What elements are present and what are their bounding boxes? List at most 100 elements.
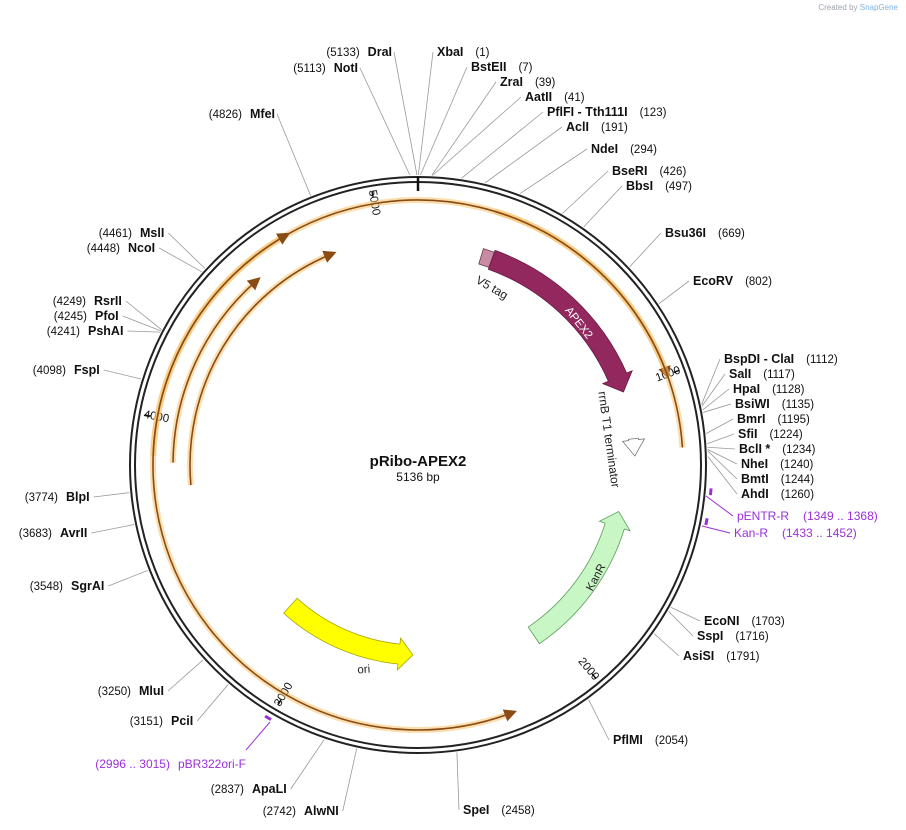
enzyme-position: (4241) <box>47 326 80 338</box>
feature-label-ori: ori <box>357 664 371 677</box>
enzyme-position: (4098) <box>33 365 66 377</box>
enzyme-position: (1195) <box>777 414 810 426</box>
enzyme-acli: AclI <box>566 120 589 134</box>
cut-site-line <box>196 684 229 722</box>
cut-site-line <box>707 433 735 445</box>
cut-site-line <box>168 232 206 269</box>
enzyme-pshai: PshAI <box>88 324 123 338</box>
cut-site-line <box>420 66 468 176</box>
enzyme-bsiwi: BsiWI <box>735 397 770 411</box>
enzyme-position: (3548) <box>30 581 63 593</box>
enzyme-sali: SalI <box>729 367 751 381</box>
enzyme-position: (4448) <box>87 243 120 255</box>
cut-site-line <box>93 492 130 498</box>
enzyme-position: (1240) <box>780 459 813 471</box>
cut-site-line <box>91 524 135 534</box>
primer-pbr322ori-f: pBR322ori-F <box>178 757 246 771</box>
orf-arc <box>150 232 288 457</box>
cut-site-line <box>103 369 142 380</box>
orf-arc <box>170 278 259 463</box>
orf-arc <box>493 208 670 376</box>
primer-mark <box>264 714 272 721</box>
cut-site-line <box>702 388 730 411</box>
cut-site-leader-lines <box>91 51 738 812</box>
enzyme-aatii: AatII <box>525 90 552 104</box>
enzyme-position: (1135) <box>782 399 815 411</box>
tick-mark <box>673 369 680 374</box>
plasmid-length: 5136 bp <box>396 470 440 484</box>
enzyme-position: (3683) <box>19 528 52 540</box>
cut-site-line <box>393 51 418 176</box>
cut-site-line <box>122 315 162 332</box>
enzyme-position: (802) <box>745 276 772 288</box>
cut-site-line <box>668 610 694 637</box>
enzyme-position: (2742) <box>263 806 296 818</box>
feature-kanr <box>527 510 631 645</box>
orf-arrows <box>150 197 686 733</box>
enzyme-position: (1703) <box>751 616 784 628</box>
primer-leader <box>245 721 271 751</box>
tick-mark <box>144 414 151 417</box>
cut-site-line <box>701 358 721 405</box>
feature-apex2 <box>487 249 633 393</box>
enzyme-position: (294) <box>630 144 657 156</box>
feature-ori <box>283 597 414 672</box>
enzyme-zrai: ZraI <box>500 75 523 89</box>
enzyme-asisi: AsiSI <box>683 649 714 663</box>
enzyme-bspdi-clai: BspDI - ClaI <box>724 352 794 366</box>
enzyme-bmri: BmrI <box>737 412 765 426</box>
cut-site-line <box>583 185 623 228</box>
enzyme-position: (426) <box>659 166 686 178</box>
cut-site-line <box>588 699 610 741</box>
tick-mark <box>371 190 374 197</box>
feature-rrnb-t1-terminator <box>621 437 646 457</box>
cut-site-line <box>342 748 358 812</box>
enzyme-position: (1234) <box>782 444 815 456</box>
orf-arrow <box>494 210 671 380</box>
feature-label-v5-tag: V5 tag <box>473 273 510 302</box>
enzyme-ahdi: AhdI <box>741 487 769 501</box>
orf-arrow <box>152 232 291 456</box>
enzyme-mfei: MfeI <box>250 107 275 121</box>
cut-site-line <box>707 456 738 495</box>
enzyme-bseri: BseRI <box>612 164 647 178</box>
cut-site-line <box>432 96 522 176</box>
enzyme-position: (7) <box>518 62 532 74</box>
enzyme-alwni: AlwNI <box>304 804 339 818</box>
enzyme-econi: EcoNI <box>704 614 739 628</box>
enzyme-sfii: SfiI <box>738 427 757 441</box>
cut-site-line <box>653 633 680 657</box>
enzyme-apali: ApaLI <box>252 782 287 796</box>
cut-site-line <box>629 232 662 268</box>
enzyme-position: (2837) <box>211 784 244 796</box>
cut-site-line <box>276 113 312 196</box>
cut-site-line <box>359 67 411 176</box>
snapgene-logo-text: SnapGene <box>859 3 898 12</box>
enzyme-bcli: BclI * <box>739 442 770 456</box>
cut-site-line <box>484 126 563 184</box>
snapgene-brand: Created by SnapGene <box>818 3 898 12</box>
primer-range: (1349 .. 1368) <box>803 509 878 523</box>
enzyme-hpai: HpaI <box>733 382 760 396</box>
enzyme-msli: MslI <box>140 226 164 240</box>
orf-arrow <box>172 277 261 463</box>
cut-site-line <box>167 659 204 692</box>
enzyme-position: (5133) <box>326 47 359 59</box>
cut-site-line <box>431 81 497 176</box>
enzyme-position: (41) <box>564 92 585 104</box>
enzyme-noti: NotI <box>334 61 358 75</box>
enzyme-pflfi-tth111i: PflFI - Tth111I <box>547 105 628 119</box>
enzyme-position: (123) <box>640 107 667 119</box>
cut-site-line <box>125 300 162 330</box>
enzyme-sgrai: SgrAI <box>71 579 104 593</box>
primers: pENTR-R(1349 .. 1368)Kan-R(1433 .. 1452)… <box>95 488 878 771</box>
enzyme-ecorv: EcoRV <box>693 274 734 288</box>
enzyme-blpi: BlpI <box>66 490 90 504</box>
primer-range: (1433 .. 1452) <box>782 526 857 540</box>
cut-site-line <box>461 111 544 179</box>
enzyme-position: (4249) <box>53 296 86 308</box>
cut-site-line <box>707 446 736 450</box>
cut-site-line <box>417 51 434 176</box>
